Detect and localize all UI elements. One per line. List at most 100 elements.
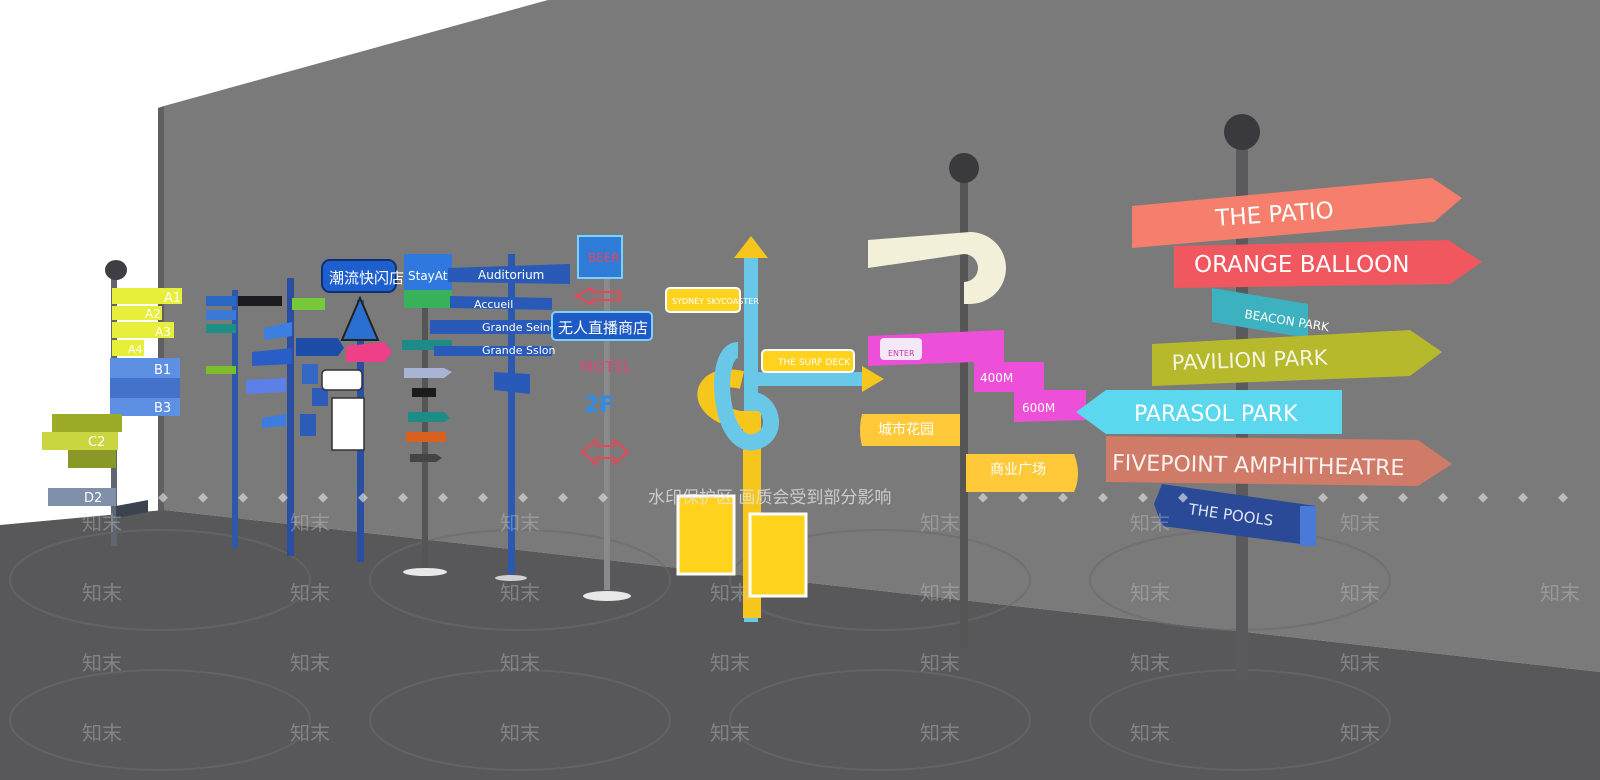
label-pavilion-park: PAVILION PARK	[1171, 346, 1329, 375]
watermark-brand: 知末	[1340, 651, 1380, 675]
sign-blade	[410, 454, 442, 462]
neon-arrow-double	[580, 437, 630, 467]
label-2f: 2F	[584, 393, 614, 418]
sign-panel	[312, 388, 328, 406]
arrow-a2	[112, 306, 162, 320]
label-motel: MOTEL	[580, 358, 632, 376]
pole	[508, 254, 515, 574]
label-city-garden: 城市花园	[878, 421, 934, 438]
yellow-panel-right	[748, 512, 808, 598]
label-accueil: Accueil	[474, 298, 513, 311]
arrow-d2	[116, 500, 148, 518]
arm-cone	[862, 366, 884, 392]
label-400m: 400M	[980, 371, 1013, 385]
watermark-brand: 知末	[82, 721, 122, 745]
label-a3: A3	[155, 325, 171, 339]
arrow-d1	[48, 488, 116, 506]
sign-panel	[331, 397, 365, 451]
watermark-brand: 知末	[1130, 511, 1170, 535]
arrow-a3	[112, 322, 174, 338]
label-grande-seine: Grande Seine	[482, 321, 557, 334]
pole-base	[583, 591, 631, 601]
pole-cap	[1224, 114, 1260, 150]
pole-top-cone	[734, 236, 768, 258]
panel-b2	[110, 378, 180, 398]
label-enter: ENTER	[888, 349, 915, 358]
sign-blade	[346, 342, 392, 362]
label-a2: A2	[145, 307, 161, 321]
sign-skycoaster	[665, 287, 741, 313]
sign-blade	[238, 296, 282, 306]
label-a1: A1	[164, 291, 181, 306]
sign-panel	[302, 364, 318, 384]
stayat-strip	[404, 290, 452, 308]
watermark-brand: 知末	[500, 651, 540, 675]
watermark-brand: 知末	[1130, 651, 1170, 675]
sign-blade	[412, 388, 436, 397]
label-b3: B3	[154, 401, 171, 416]
arrow-grande-seine	[430, 320, 552, 334]
watermark-brand: 知末	[82, 651, 122, 675]
sign-blade	[206, 324, 236, 333]
sign-beacon-park	[1212, 288, 1308, 338]
arrow-pavilion-park	[1152, 330, 1442, 386]
blue-pipe	[714, 342, 779, 451]
watermark-brand: 知末	[920, 511, 960, 535]
yellow-sign-plaza	[966, 454, 1078, 492]
watermark-brand: 知末	[1130, 581, 1170, 605]
label-surf-deck: THE SURF DECK	[777, 358, 851, 368]
sign-blade	[406, 432, 446, 442]
watermark-brand: 知末	[82, 511, 122, 535]
pole	[232, 290, 238, 548]
label-business-plaza: 商业广场	[990, 462, 1046, 478]
sign-group-4: ENTER 400M 600M 城市花园 商业广场	[860, 153, 1086, 648]
watermark-brand: 知末	[500, 721, 540, 745]
label-beer: BEER	[588, 251, 620, 265]
neon-store-panel	[551, 311, 653, 341]
label-fivepoint-amphitheatre: FIVEPOINT AMPHITHEATRE	[1112, 451, 1405, 481]
watermark-brand: 知末	[920, 581, 960, 605]
label-c2: C2	[88, 435, 105, 450]
sign-blade	[494, 372, 530, 394]
arrow-orange-balloon	[1174, 240, 1482, 288]
watermark-brand: 知末	[290, 721, 330, 745]
arrow-a4	[112, 340, 144, 356]
sign-blade	[296, 338, 344, 356]
watermark-notice: 水印保护区 画质会受到部分影响	[648, 488, 891, 508]
arrow-a1	[112, 288, 182, 304]
arrow-c3	[68, 450, 116, 468]
arrow-accueil	[450, 296, 552, 310]
cream-hook-sign	[868, 232, 1006, 304]
sign-blade	[206, 296, 236, 306]
watermark-brand: 知末	[500, 511, 540, 535]
watermark-brand: 知末	[290, 511, 330, 535]
yellow-sign-garden	[860, 414, 960, 446]
sign-panel	[321, 369, 363, 391]
watermark-brand: 知末	[1340, 721, 1380, 745]
pole	[287, 278, 294, 556]
arrow-auditorium	[448, 264, 570, 284]
watermark-brand: 知末	[1540, 581, 1580, 605]
watermark-brand: 知末	[710, 581, 750, 605]
watermark-brand: 知末	[710, 651, 750, 675]
pole	[604, 240, 610, 590]
label-600m: 600M	[1022, 401, 1055, 415]
arrow-grande-sslon	[434, 346, 552, 356]
watermark-brand: 知末	[1130, 721, 1170, 745]
arrow-fivepoint	[1106, 436, 1452, 486]
label-live-store: 无人直播商店	[558, 319, 648, 337]
neon-arrow-left	[573, 286, 621, 306]
panel-b3	[110, 398, 180, 416]
neon-beer-box	[577, 235, 623, 279]
sign-blade	[262, 414, 286, 428]
sign-blade	[252, 348, 292, 366]
sign-blade	[246, 378, 286, 394]
arrow-the-patio	[1132, 178, 1462, 248]
sign-blade	[404, 368, 452, 378]
sign-the-pools	[1154, 484, 1316, 546]
watermark-brand: 知末	[500, 581, 540, 605]
pole-cap	[949, 153, 979, 183]
label-a4: A4	[128, 343, 143, 356]
sign-surf-deck	[761, 349, 855, 373]
